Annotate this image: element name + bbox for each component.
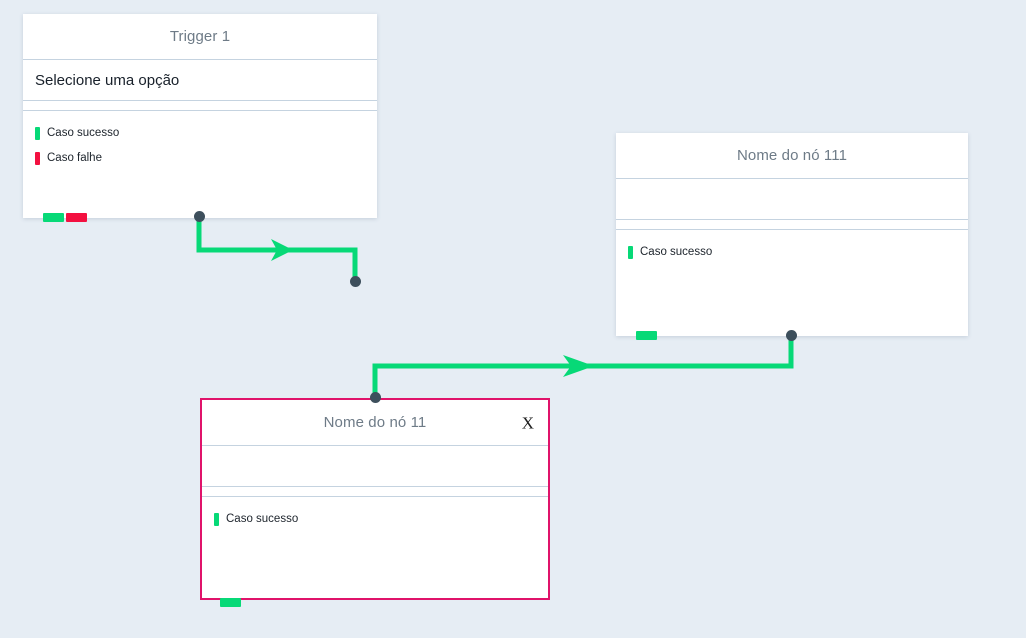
node-body-text: Selecione uma opção <box>35 72 180 89</box>
output-row[interactable]: Caso sucesso <box>214 507 548 532</box>
output-swatch-success <box>628 246 633 259</box>
node-title: Nome do nó 11 <box>323 414 427 431</box>
connection-handle-dangling[interactable] <box>350 276 361 287</box>
connection-handle-source[interactable] <box>194 211 205 222</box>
output-tab-success[interactable] <box>220 598 241 607</box>
node-trigger-1[interactable]: Trigger 1 Selecione uma opção Caso suces… <box>23 14 377 218</box>
output-tab-success[interactable] <box>43 213 64 222</box>
node-title: Trigger 1 <box>169 28 231 45</box>
node-header: Trigger 1 <box>23 14 377 60</box>
close-icon[interactable]: X <box>519 414 537 431</box>
output-row[interactable]: Caso sucesso <box>628 240 968 265</box>
connection-handle-target[interactable] <box>370 392 381 403</box>
output-label: Caso sucesso <box>640 245 713 258</box>
node-separator <box>23 101 377 111</box>
output-label: Caso falhe <box>47 151 102 164</box>
node-header: Nome do nó 11 X <box>202 400 548 446</box>
output-swatch-failure <box>35 152 40 165</box>
output-swatch-success <box>35 127 40 140</box>
node-outputs: Caso sucesso Caso falhe <box>23 111 377 171</box>
edge-trigger-to-dangling[interactable] <box>196 217 358 281</box>
output-tab-failure[interactable] <box>66 213 87 222</box>
output-swatch-success <box>214 513 219 526</box>
output-tab-success[interactable] <box>636 331 657 340</box>
edge-111-to-node-11[interactable] <box>372 336 794 397</box>
node-nome-do-no-11[interactable]: Nome do nó 11 X Caso sucesso <box>200 398 550 600</box>
output-row[interactable]: Caso falhe <box>35 146 377 171</box>
node-body <box>202 446 548 487</box>
node-header: Nome do nó 111 <box>616 133 968 179</box>
node-title: Nome do nó 111 <box>736 147 848 164</box>
node-body <box>616 179 968 220</box>
node-separator <box>616 220 968 230</box>
connection-handle-source[interactable] <box>786 330 797 341</box>
node-separator <box>202 487 548 497</box>
node-outputs: Caso sucesso <box>616 230 968 265</box>
output-row[interactable]: Caso sucesso <box>35 121 377 146</box>
output-label: Caso sucesso <box>47 126 120 139</box>
node-body: Selecione uma opção <box>23 60 377 101</box>
node-outputs: Caso sucesso <box>202 497 548 532</box>
output-label: Caso sucesso <box>226 512 299 525</box>
node-nome-do-no-111[interactable]: Nome do nó 111 Caso sucesso <box>616 133 968 336</box>
